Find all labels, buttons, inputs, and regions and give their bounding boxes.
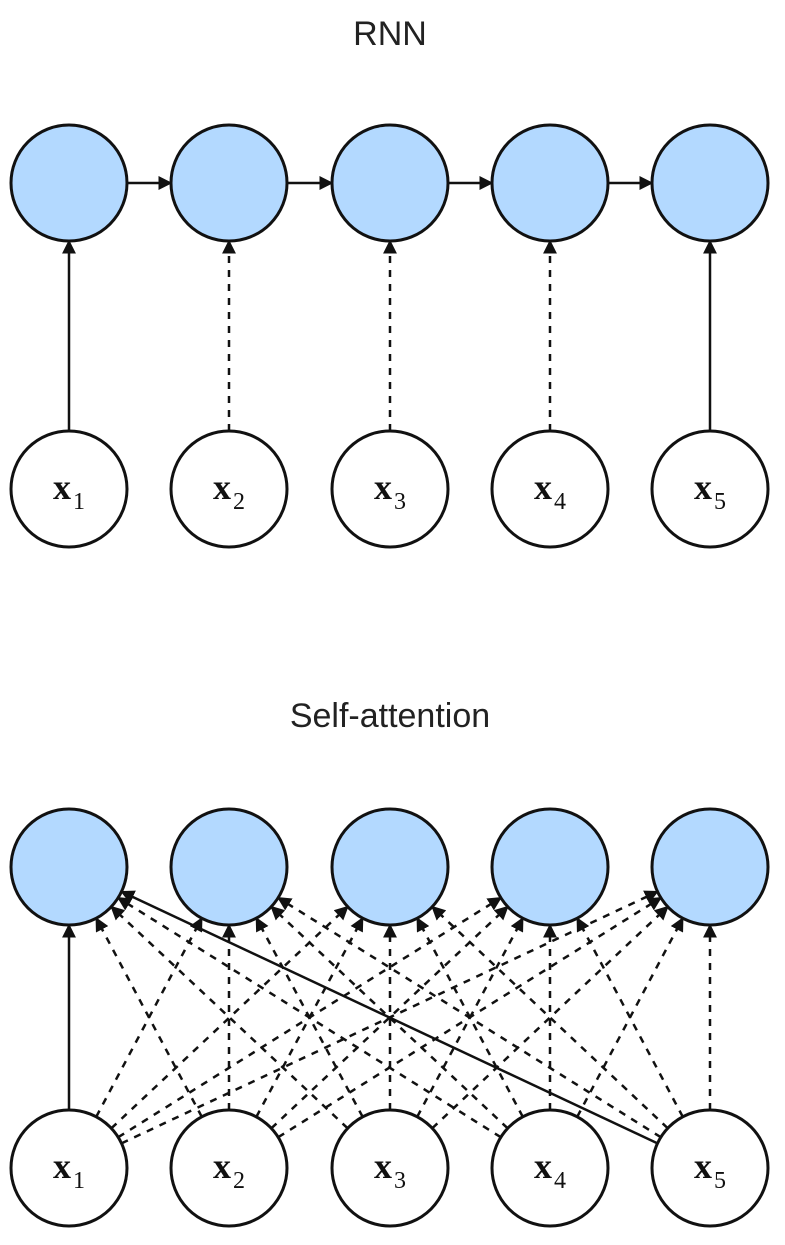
sa-input-label: x bbox=[534, 1146, 552, 1186]
rnn-hidden-node-5 bbox=[650, 123, 770, 243]
sa-attention-arrow bbox=[110, 905, 349, 1130]
sa-hidden-node-4 bbox=[490, 807, 610, 927]
rnn-input-circle bbox=[330, 429, 450, 549]
rnn-input-label: x bbox=[213, 467, 231, 507]
sa-attention-arrow bbox=[120, 890, 659, 1145]
rnn-input-label: x bbox=[374, 467, 392, 507]
rnn-input-circle bbox=[650, 429, 770, 549]
sa-input-label: x bbox=[213, 1146, 231, 1186]
sa-input-circle bbox=[9, 1108, 129, 1228]
rnn-input-label: x bbox=[694, 467, 712, 507]
rnn-input-subscript: 4 bbox=[554, 489, 566, 515]
sa-hidden-node-3 bbox=[330, 807, 450, 927]
sa-input-subscript: 3 bbox=[394, 1168, 406, 1194]
sa-hidden-node-2 bbox=[169, 807, 289, 927]
sa-input-circle bbox=[490, 1108, 610, 1228]
rnn-input-circle bbox=[169, 429, 289, 549]
self-attention-title: Self-attention bbox=[290, 697, 490, 735]
sa-input-label: x bbox=[694, 1146, 712, 1186]
rnn-hidden-node-3 bbox=[330, 123, 450, 243]
sa-attention-arrow bbox=[270, 905, 509, 1130]
rnn-hidden-layer bbox=[9, 123, 770, 243]
sa-attention-arrow bbox=[431, 905, 669, 1130]
sa-hidden-node-5 bbox=[650, 807, 770, 927]
sa-attention-arrow bbox=[270, 905, 509, 1130]
sa-attention-arrow bbox=[276, 896, 662, 1139]
sa-attention-arrow bbox=[576, 916, 684, 1118]
rnn-hidden-node-1 bbox=[9, 123, 129, 243]
sa-hidden-node-1 bbox=[9, 807, 129, 927]
rnn-edges bbox=[62, 176, 717, 431]
rnn-input-subscript: 5 bbox=[714, 489, 726, 515]
sa-attention-arrow bbox=[95, 916, 203, 1118]
rnn-hidden-node-4 bbox=[490, 123, 610, 243]
self-attention-edges bbox=[62, 890, 717, 1145]
rnn-input-label: x bbox=[534, 467, 552, 507]
sa-input-subscript: 4 bbox=[554, 1168, 566, 1194]
sa-input-label: x bbox=[374, 1146, 392, 1186]
rnn-input-label: x bbox=[53, 467, 71, 507]
sa-input-subscript: 2 bbox=[233, 1168, 245, 1194]
sa-input-circle bbox=[330, 1108, 450, 1228]
rnn-hidden-node-2 bbox=[169, 123, 289, 243]
rnn-title: RNN bbox=[353, 15, 427, 53]
self-attention-hidden-layer bbox=[9, 807, 770, 927]
rnn-input-subscript: 2 bbox=[233, 489, 245, 515]
sa-attention-arrow bbox=[110, 905, 349, 1130]
sa-input-circle bbox=[650, 1108, 770, 1228]
sa-input-label: x bbox=[53, 1146, 71, 1186]
rnn-input-subscript: 3 bbox=[394, 489, 406, 515]
sa-attention-arrow bbox=[431, 905, 669, 1130]
sa-input-circle bbox=[169, 1108, 289, 1228]
rnn-input-subscript: 1 bbox=[73, 489, 85, 515]
sa-input-subscript: 5 bbox=[714, 1168, 726, 1194]
rnn-input-circle bbox=[9, 429, 129, 549]
rnn-input-circle bbox=[490, 429, 610, 549]
sa-input-subscript: 1 bbox=[73, 1168, 85, 1194]
sa-attention-arrow bbox=[116, 896, 502, 1139]
